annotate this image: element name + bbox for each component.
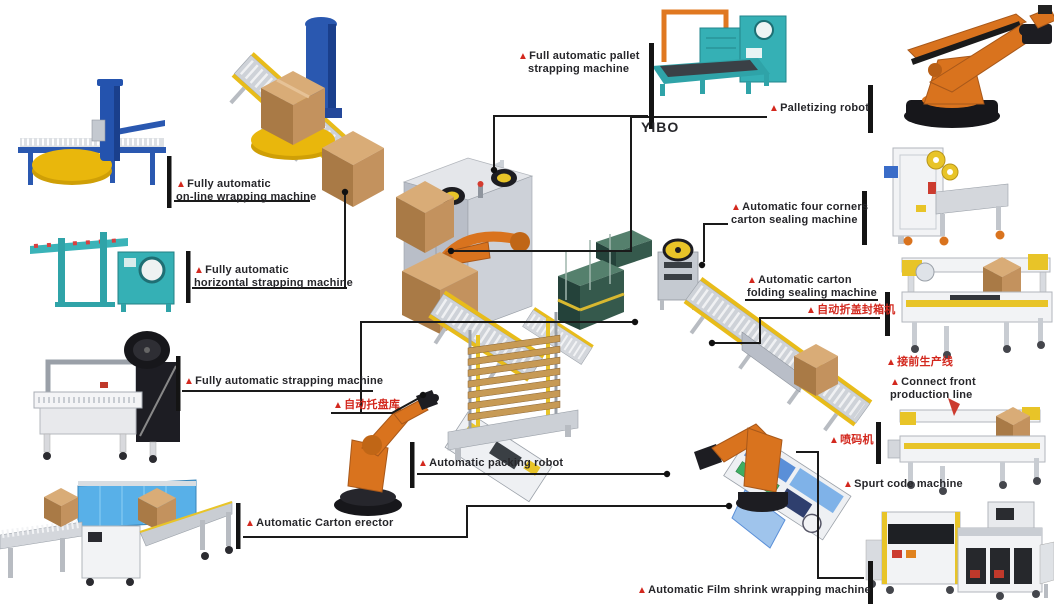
red-triangle-icon: ▲ [194, 265, 205, 276]
machine-folding-sealer-right [901, 254, 1053, 359]
label-text: Full automatic pallet [529, 50, 640, 62]
central-production-line [229, 17, 873, 549]
label-text: Automatic four corners [742, 201, 869, 213]
label-pallet-warehouse-cn: ▲自动托盘库 [333, 399, 400, 412]
red-triangle-icon: ▲ [184, 376, 195, 387]
label-text: Connect front [901, 376, 976, 388]
machine-film-shrink-wrapper [865, 501, 1054, 600]
carton-box [261, 71, 325, 145]
label-text: carton sealing machine [731, 214, 858, 227]
red-triangle-icon: ▲ [886, 357, 897, 368]
label-carton-erector: ▲Automatic Carton erector [245, 517, 394, 530]
label-film-shrink: ▲Automatic Film shrink wrapping machine [637, 584, 871, 597]
label-text: Palletizing robot [780, 102, 870, 114]
label-pallet-strapping: ▲Full automatic pallet strapping machine [518, 50, 640, 76]
label-text: 自动托盘库 [344, 399, 401, 411]
red-triangle-icon: ▲ [731, 202, 742, 213]
machine-carton-erector [0, 479, 233, 586]
label-text: Fully automatic [187, 178, 271, 190]
label-text: Automatic carton [758, 274, 852, 286]
red-triangle-icon: ▲ [176, 179, 187, 190]
machine-strapping [33, 331, 180, 463]
label-text: strapping machine [528, 63, 630, 76]
label-palletizing-robot: ▲Palletizing robot [769, 102, 869, 115]
label-four-corner-sealing: ▲Automatic four corners carton sealing m… [731, 201, 868, 227]
label-online-wrapping: ▲Fully automatic on-line wrapping machin… [176, 178, 316, 204]
brand-mark: YIBO [641, 119, 680, 135]
label-text: 接前生产线 [897, 356, 954, 368]
pallet-stack [447, 312, 579, 460]
label-horizontal-strapping: ▲Fully automatic horizontal strapping ma… [194, 264, 353, 290]
connector-lines [167, 43, 890, 604]
label-connect-front: ▲Connect front production line [890, 376, 976, 402]
label-text: Automatic packing robot [429, 457, 564, 469]
label-spurt-code: ▲Spurt code machine [843, 478, 963, 491]
label-strapping: ▲Fully automatic strapping machine [184, 375, 383, 388]
label-text: folding sealing machine [747, 287, 877, 300]
red-triangle-icon: ▲ [829, 435, 840, 446]
inline-robot-right [694, 423, 788, 512]
label-folding-sealing: ▲Automatic carton folding sealing machin… [747, 274, 877, 300]
red-triangle-icon: ▲ [245, 518, 256, 529]
label-text: on-line wrapping machine [176, 191, 317, 204]
carton-box [794, 344, 838, 396]
label-text: Automatic Film shrink wrapping machine [648, 584, 871, 596]
carton-box [396, 181, 454, 253]
red-triangle-icon: ▲ [769, 103, 780, 114]
machine-online-wrapping [18, 79, 166, 185]
label-folding-sealing-cn: ▲自动折盖封箱机 [806, 304, 896, 317]
red-triangle-icon: ▲ [637, 585, 648, 596]
machine-connect-front-sealer [887, 398, 1046, 495]
machine-four-corner-sealer [884, 147, 1009, 246]
red-triangle-icon: ▲ [333, 400, 344, 411]
label-connect-front-cn: ▲接前生产线 [886, 356, 953, 369]
label-text: Fully automatic strapping machine [195, 375, 384, 387]
label-text: Spurt code machine [854, 478, 963, 490]
red-triangle-icon: ▲ [747, 275, 758, 286]
label-text: horizontal strapping machine [194, 277, 354, 290]
machine-palletizing-robot [904, 5, 1054, 128]
label-packing-robot: ▲Automatic packing robot [418, 457, 563, 470]
machine-pallet-strapping [652, 9, 787, 96]
red-triangle-icon: ▲ [806, 305, 817, 316]
label-text: Fully automatic [205, 264, 289, 276]
label-text: Automatic Carton erector [256, 517, 394, 529]
label-text: 自动折盖封箱机 [817, 304, 896, 316]
label-spurt-code-cn: ▲喷码机 [829, 434, 874, 447]
green-strapper-cluster [557, 230, 652, 330]
machine-horizontal-strapping [30, 232, 175, 312]
red-triangle-icon: ▲ [418, 458, 429, 469]
red-triangle-icon: ▲ [518, 51, 529, 62]
red-triangle-icon: ▲ [890, 377, 901, 388]
red-triangle-icon: ▲ [843, 479, 854, 490]
label-text: production line [890, 389, 973, 402]
label-text: 喷码机 [840, 434, 874, 446]
